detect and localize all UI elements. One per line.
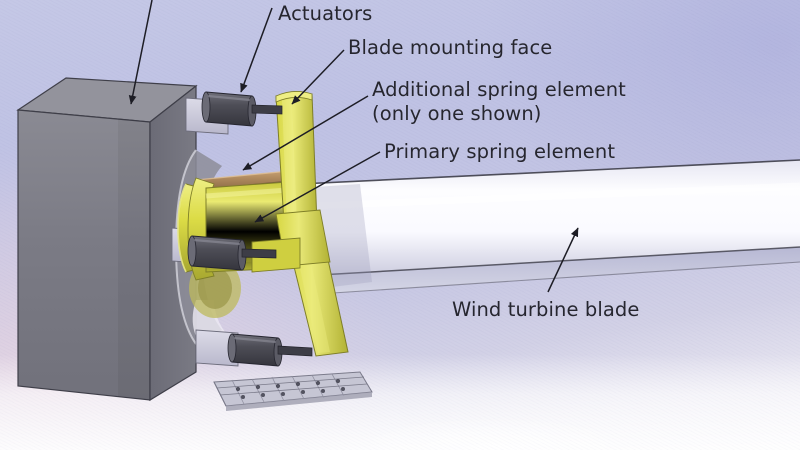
wind-turbine-blade [299, 159, 800, 295]
label-blade-mounting-face: Blade mounting face [348, 36, 553, 59]
actuator-top [201, 91, 283, 127]
service-platform-grating [213, 371, 373, 411]
actuator-lower [227, 333, 313, 367]
label-primary-spring-element: Primary spring element [384, 140, 616, 163]
label-additional-spring-element: Additional spring element [372, 78, 626, 101]
leader-nacelle [128, 0, 153, 105]
label-actuators: Actuators [278, 2, 373, 25]
leader-additional-spring [242, 95, 369, 171]
leader-primary-spring [254, 151, 381, 223]
leader-blade-mounting [291, 49, 345, 105]
leader-actuator [240, 7, 273, 93]
label-wind-turbine-blade: Wind turbine blade [452, 298, 640, 321]
label-additional-spring-note: (only one shown) [372, 102, 542, 125]
background-floor-highlight [330, 388, 660, 450]
nacelle [16, 77, 198, 402]
leader-wind-turbine-blade [547, 227, 579, 293]
leader-lines [128, 0, 579, 293]
actuator-middle [187, 235, 277, 271]
